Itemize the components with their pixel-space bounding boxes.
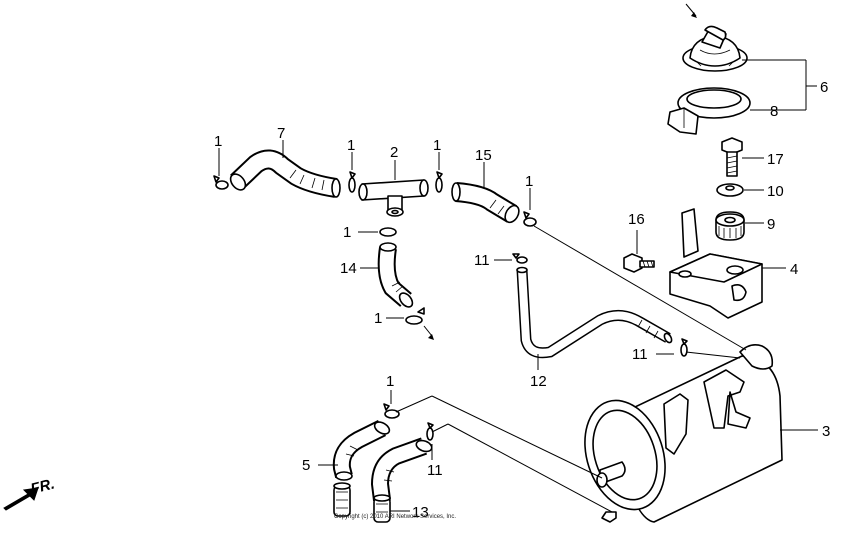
- callout-6: 6: [820, 79, 828, 96]
- clip-1-g: [383, 390, 400, 419]
- callout-1-e: 1: [343, 224, 351, 241]
- callout-11-b: 11: [632, 346, 648, 363]
- clips: [213, 148, 688, 460]
- part-2-t-joint: [358, 160, 429, 217]
- part-15-hose: [451, 162, 520, 224]
- callout-11-a: 11: [474, 252, 490, 269]
- part-3-canister: [584, 344, 818, 523]
- part-5-hose: [318, 419, 391, 481]
- copyright-text: Copyright (c) 2010 ARI Network Services,…: [334, 514, 456, 520]
- callout-10: 10: [767, 183, 784, 200]
- callout-6-8-bracket: [742, 59, 817, 111]
- clip-11-b: [656, 338, 688, 357]
- callout-1-d: 1: [525, 173, 533, 190]
- callout-3: 3: [822, 423, 830, 440]
- front-direction-arrow: FR.: [3, 476, 57, 511]
- part-14-hose: [360, 242, 414, 308]
- clip-1-e: [358, 227, 397, 237]
- front-marker-label: FR.: [29, 476, 57, 498]
- clip-1-a: [213, 148, 229, 190]
- routing-lines: [395, 225, 747, 513]
- clip-1-c: [435, 152, 443, 193]
- callout-1-b: 1: [347, 137, 355, 154]
- clip-1-f: [386, 307, 434, 340]
- clip-1-b: [348, 152, 356, 193]
- callout-9: 9: [767, 216, 775, 233]
- part-10-washer: [716, 183, 764, 197]
- callout-13: 13: [412, 504, 429, 521]
- callout-2: 2: [390, 144, 398, 161]
- callout-5: 5: [302, 457, 310, 474]
- callout-7: 7: [277, 125, 285, 142]
- callout-1-f: 1: [374, 310, 382, 327]
- callout-11-c: 11: [427, 462, 443, 479]
- callout-17: 17: [767, 151, 784, 168]
- part-17-bolt: [721, 137, 764, 177]
- callout-1-g: 1: [386, 373, 394, 390]
- callout-14: 14: [340, 260, 357, 277]
- clip-1-d: [523, 188, 537, 227]
- clip-11-a: [494, 253, 528, 264]
- part-8-ring: [667, 87, 751, 135]
- callout-15: 15: [475, 147, 492, 164]
- callout-4: 4: [790, 261, 798, 278]
- part-7-hose: [229, 140, 341, 198]
- callout-8: 8: [770, 103, 778, 120]
- callout-12: 12: [530, 373, 547, 390]
- part-11-lower-hose: [370, 437, 433, 505]
- part-6-valve-cap: [682, 3, 748, 72]
- clip-11-c: [426, 422, 434, 460]
- part-4-bracket: [669, 208, 786, 319]
- part-9-grommet: [715, 211, 764, 241]
- callout-1-a: 1: [214, 133, 222, 150]
- callout-16: 16: [628, 211, 645, 228]
- part-13-hose-pieces: [333, 482, 410, 523]
- part-16-bolt: [623, 230, 655, 273]
- callout-1-c: 1: [433, 137, 441, 154]
- callout-numbers: 1 7 1 2 1 15 1 1 14 11 1 16 11 12 1 5 11…: [214, 79, 830, 521]
- part-12-hose: [516, 266, 673, 370]
